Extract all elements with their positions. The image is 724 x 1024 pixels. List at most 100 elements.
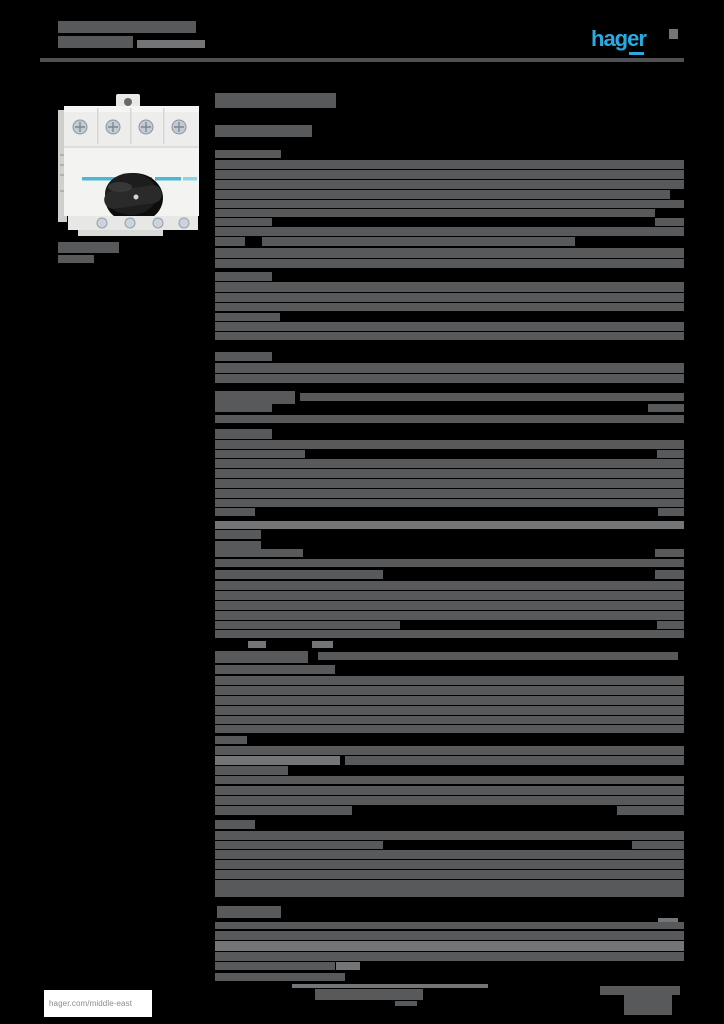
redacted-text-bar: [655, 570, 684, 579]
redacted-text-bar: [215, 665, 335, 674]
redacted-text-bar: [215, 952, 684, 961]
redacted-text-bar: [215, 322, 684, 331]
redacted-text-bar: [215, 200, 684, 208]
header-rule: [40, 58, 684, 62]
redacted-text-bar: [215, 796, 684, 805]
redacted-text-bar: [215, 559, 684, 567]
redacted-text-bar: [215, 696, 684, 705]
redacted-text-bar: [657, 450, 684, 458]
redacted-text-bar: [58, 255, 94, 263]
redacted-text-bar: [215, 450, 305, 458]
redacted-text-bar: [215, 374, 684, 383]
redacted-text-bar: [648, 404, 684, 412]
redacted-text-bar: [215, 489, 684, 498]
redacted-text-bar: [395, 1001, 417, 1006]
redacted-text-bar: [215, 125, 312, 137]
redacted-text-bar: [215, 363, 684, 373]
redacted-text-bar: [215, 716, 684, 724]
redacted-text-bar: [655, 218, 684, 226]
redacted-text-bar: [215, 459, 684, 468]
redacted-text-bar: [215, 889, 684, 897]
redacted-text-bar: [215, 870, 684, 879]
redacted-text-bar: [658, 508, 684, 516]
redacted-text-bar: [217, 906, 281, 918]
redacted-text-bar: [215, 415, 684, 423]
redacted-text-bar: [215, 303, 684, 311]
redacted-text-bar: [215, 332, 684, 340]
redacted-text-bar: [215, 499, 684, 507]
redacted-text-bar: [300, 393, 684, 401]
redacted-text-bar: [137, 40, 205, 48]
redacted-text-bar: [215, 429, 272, 439]
redacted-text-bar: [215, 570, 383, 579]
redacted-text-bar: [215, 404, 272, 412]
redacted-text-bar: [215, 676, 684, 685]
redacted-text-bar: [215, 248, 684, 258]
redacted-text-bar: [600, 986, 680, 995]
redacted-text-bar: [215, 725, 684, 733]
redacted-text-bar: [215, 651, 308, 663]
footer-website-box: hager.com/middle-east: [44, 990, 152, 1017]
redacted-text-bar: [215, 756, 340, 765]
redacted-text-bar: [215, 831, 684, 840]
redacted-text-bar: [215, 786, 684, 795]
redacted-text-bar: [215, 440, 684, 449]
redacted-text-bar: [215, 776, 684, 784]
redacted-text-bar: [215, 581, 684, 590]
redacted-text-bar: [215, 469, 684, 478]
redacted-text-bar: [318, 652, 678, 660]
redacted-text-bar: [215, 190, 670, 199]
redacted-text-bar: [215, 313, 280, 321]
redacted-text-bar: [215, 601, 684, 610]
redacted-text-bar: [292, 984, 488, 988]
redacted-text-bar: [657, 621, 684, 629]
redacted-text-bar: [215, 160, 684, 169]
redacted-text-bar: [215, 841, 383, 849]
redacted-text-bar: [215, 941, 684, 951]
redacted-text-bar: [215, 282, 684, 292]
redacted-text-bar: [215, 352, 272, 361]
redacted-text-bar: [215, 272, 272, 281]
redacted-text-bar: [58, 242, 119, 253]
redacted-text-bar: [215, 611, 684, 620]
redacted-text-bar: [336, 962, 360, 970]
redacted-text-bar: [215, 549, 303, 557]
redacted-text-bar: [215, 850, 684, 859]
redacted-text-bar: [629, 52, 644, 55]
redacted-text-bar: [215, 922, 684, 929]
redacted-text-bar: [215, 621, 400, 629]
redacted-text-bar: [215, 820, 255, 829]
redacted-text-bar: [215, 766, 288, 775]
redacted-text-bar: [58, 21, 196, 33]
redacted-text-bar: [315, 989, 423, 1000]
redacted-text-bar: [215, 170, 684, 179]
redacted-text-bar: [215, 479, 684, 488]
redacted-text-bar: [215, 931, 684, 940]
redacted-text-bar: [215, 227, 684, 236]
redacted-text-bar: [624, 995, 672, 1015]
redacted-text-bar: [215, 530, 261, 539]
footer-website-link[interactable]: hager.com/middle-east: [49, 999, 133, 1008]
redacted-text-bar: [215, 541, 261, 549]
redacted-text-bar: [658, 918, 678, 923]
redacted-text-bar: [215, 508, 255, 516]
redacted-text-bar: [215, 218, 272, 226]
redacted-text-bar: [215, 93, 336, 108]
redacted-text-bar: [215, 962, 335, 970]
redacted-text-bar: [215, 806, 352, 815]
redacted-text-bar: [215, 521, 684, 529]
redacted-text-bar: [617, 806, 684, 815]
redacted-text-bar: [215, 237, 245, 246]
redacted-text-bar: [215, 150, 281, 158]
redacted-text-bar: [312, 641, 333, 648]
redacted-text-bar: [248, 641, 266, 648]
redacted-text-bar: [215, 880, 684, 889]
redacted-text-bar: [215, 630, 684, 638]
redacted-text-bar: [215, 391, 295, 404]
redacted-text-bar: [655, 549, 684, 557]
redacted-text-bar: [632, 841, 684, 849]
redacted-text-bar: [215, 209, 655, 217]
redacted-text-bar: [215, 973, 345, 981]
redacted-text-bar: [215, 746, 684, 755]
